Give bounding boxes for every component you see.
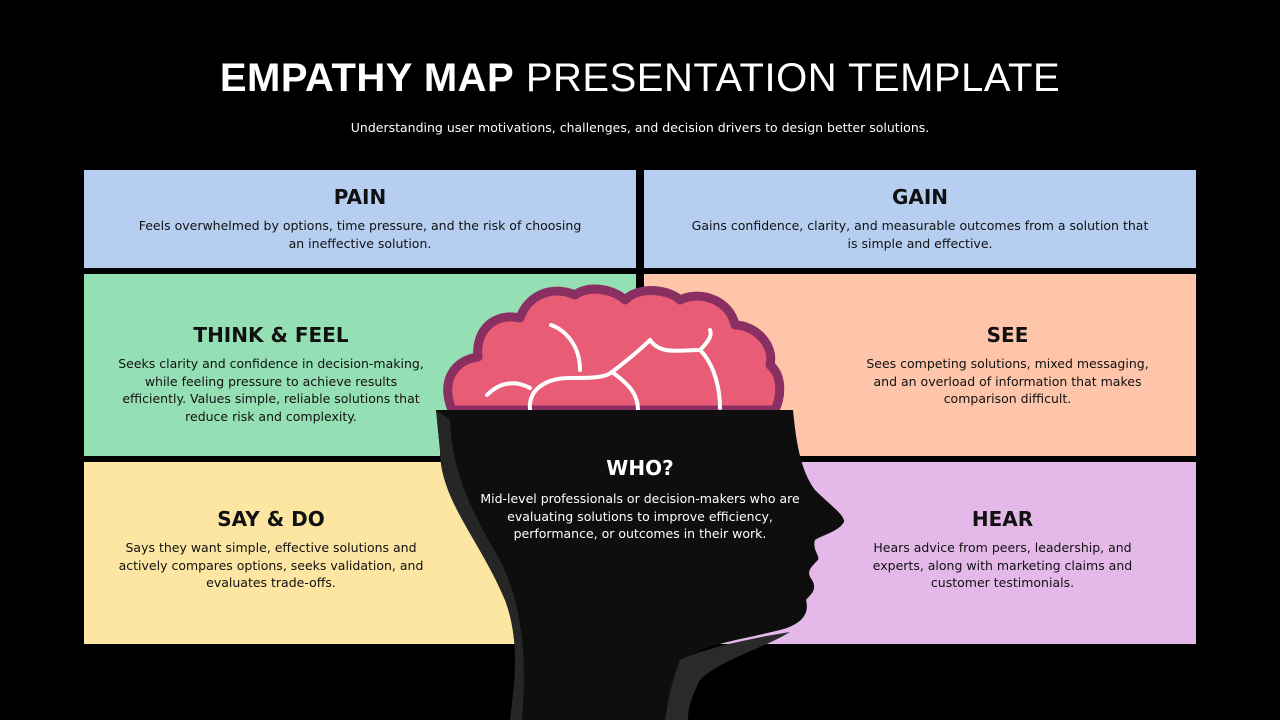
who-section: WHO? Mid-level professionals or decision… xyxy=(480,456,800,543)
pain-heading: PAIN xyxy=(333,185,387,209)
pain-section: PAIN Feels overwhelmed by options, time … xyxy=(130,185,590,252)
gain-heading: GAIN xyxy=(891,185,949,209)
brain-icon xyxy=(443,284,785,415)
slide-title: EMPATHY MAP PRESENTATION TEMPLATE xyxy=(219,56,1061,100)
gain-text: Gains confidence, clarity, and measurabl… xyxy=(691,218,1149,251)
gain-box xyxy=(644,170,1196,268)
hear-section: HEAR Hears advice from peers, leadership… xyxy=(855,507,1150,592)
think-feel-section: THINK & FEEL Seeks clarity and confidenc… xyxy=(118,323,424,425)
think-feel-heading: THINK & FEEL xyxy=(193,323,349,347)
say-do-text: Says they want simple, effective solutio… xyxy=(118,540,424,590)
who-text: Mid-level professionals or decision-make… xyxy=(480,491,800,541)
gain-section: GAIN Gains confidence, clarity, and meas… xyxy=(690,185,1150,252)
say-do-section: SAY & DO Says they want simple, effectiv… xyxy=(118,507,424,592)
see-text: Sees competing solutions, mixed messagin… xyxy=(866,356,1149,406)
head-silhouette xyxy=(436,410,845,720)
pain-box xyxy=(84,170,636,268)
hear-text: Hears advice from peers, leadership, and… xyxy=(872,540,1133,590)
neck-shading xyxy=(665,632,790,720)
slide-subtitle: Understanding user motivations, challeng… xyxy=(350,120,930,135)
see-heading: SEE xyxy=(986,323,1029,347)
think-feel-text: Seeks clarity and confidence in decision… xyxy=(118,356,424,424)
head-shading xyxy=(436,410,524,720)
see-section: SEE Sees competing solutions, mixed mess… xyxy=(855,323,1160,408)
pain-text: Feels overwhelmed by options, time press… xyxy=(138,218,582,251)
who-heading: WHO? xyxy=(606,456,674,480)
hear-heading: HEAR xyxy=(971,507,1034,531)
say-do-heading: SAY & DO xyxy=(217,507,325,531)
